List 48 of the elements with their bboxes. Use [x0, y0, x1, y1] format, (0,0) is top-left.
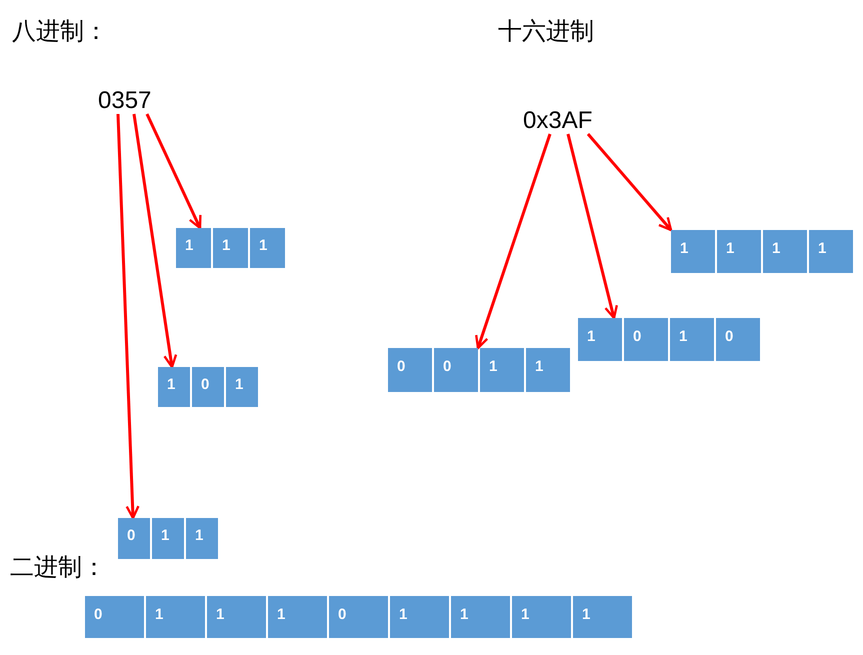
- heading-label: 二进制：: [10, 554, 106, 582]
- bit-cell: 1: [250, 228, 285, 268]
- bit-cell: 0: [434, 348, 478, 392]
- bit-row: [158, 367, 258, 407]
- bit-cell: 0: [118, 518, 150, 559]
- number-text: 0357: [98, 88, 152, 114]
- bit-cell: 1: [578, 318, 622, 361]
- bit-row: [578, 318, 760, 361]
- bit-row: [176, 228, 285, 268]
- bit-cell: 1: [390, 596, 449, 638]
- bit-cell: 1: [480, 348, 524, 392]
- bit-cell: 1: [207, 596, 266, 638]
- arrow: [566, 134, 618, 320]
- bit-row: [671, 230, 853, 273]
- bit-cell: 1: [763, 230, 807, 273]
- bit-cell: 0: [192, 367, 224, 407]
- bit-cell: 1: [213, 228, 248, 268]
- bit-row: [388, 348, 570, 392]
- bit-cell: 1: [226, 367, 258, 407]
- bit-cell: 1: [671, 230, 715, 273]
- number-text: 0x3AF: [523, 108, 592, 134]
- heading-label: 十六进制: [498, 18, 594, 46]
- bit-cell: 0: [329, 596, 388, 638]
- arrow: [586, 133, 672, 232]
- bit-cell: 0: [716, 318, 760, 361]
- arrow: [475, 134, 552, 350]
- bit-row: [85, 596, 632, 638]
- bit-cell: 1: [186, 518, 218, 559]
- bit-cell: 1: [176, 228, 211, 268]
- bit-cell: 0: [388, 348, 432, 392]
- bit-row: [118, 518, 218, 559]
- bit-cell: 1: [146, 596, 205, 638]
- bit-cell: 1: [152, 518, 184, 559]
- bit-cell: 1: [717, 230, 761, 273]
- bit-cell: 1: [670, 318, 714, 361]
- arrow: [116, 114, 140, 520]
- bit-cell: 1: [158, 367, 190, 407]
- bit-cell: 0: [624, 318, 668, 361]
- arrow: [146, 113, 202, 230]
- bit-cell: 0: [85, 596, 144, 638]
- bit-cell: 1: [573, 596, 632, 638]
- bit-cell: 1: [809, 230, 853, 273]
- bit-cell: 1: [451, 596, 510, 638]
- heading-label: 八进制：: [12, 18, 108, 46]
- arrow: [132, 114, 178, 368]
- bit-cell: 1: [268, 596, 327, 638]
- bit-cell: 1: [526, 348, 570, 392]
- bit-cell: 1: [512, 596, 571, 638]
